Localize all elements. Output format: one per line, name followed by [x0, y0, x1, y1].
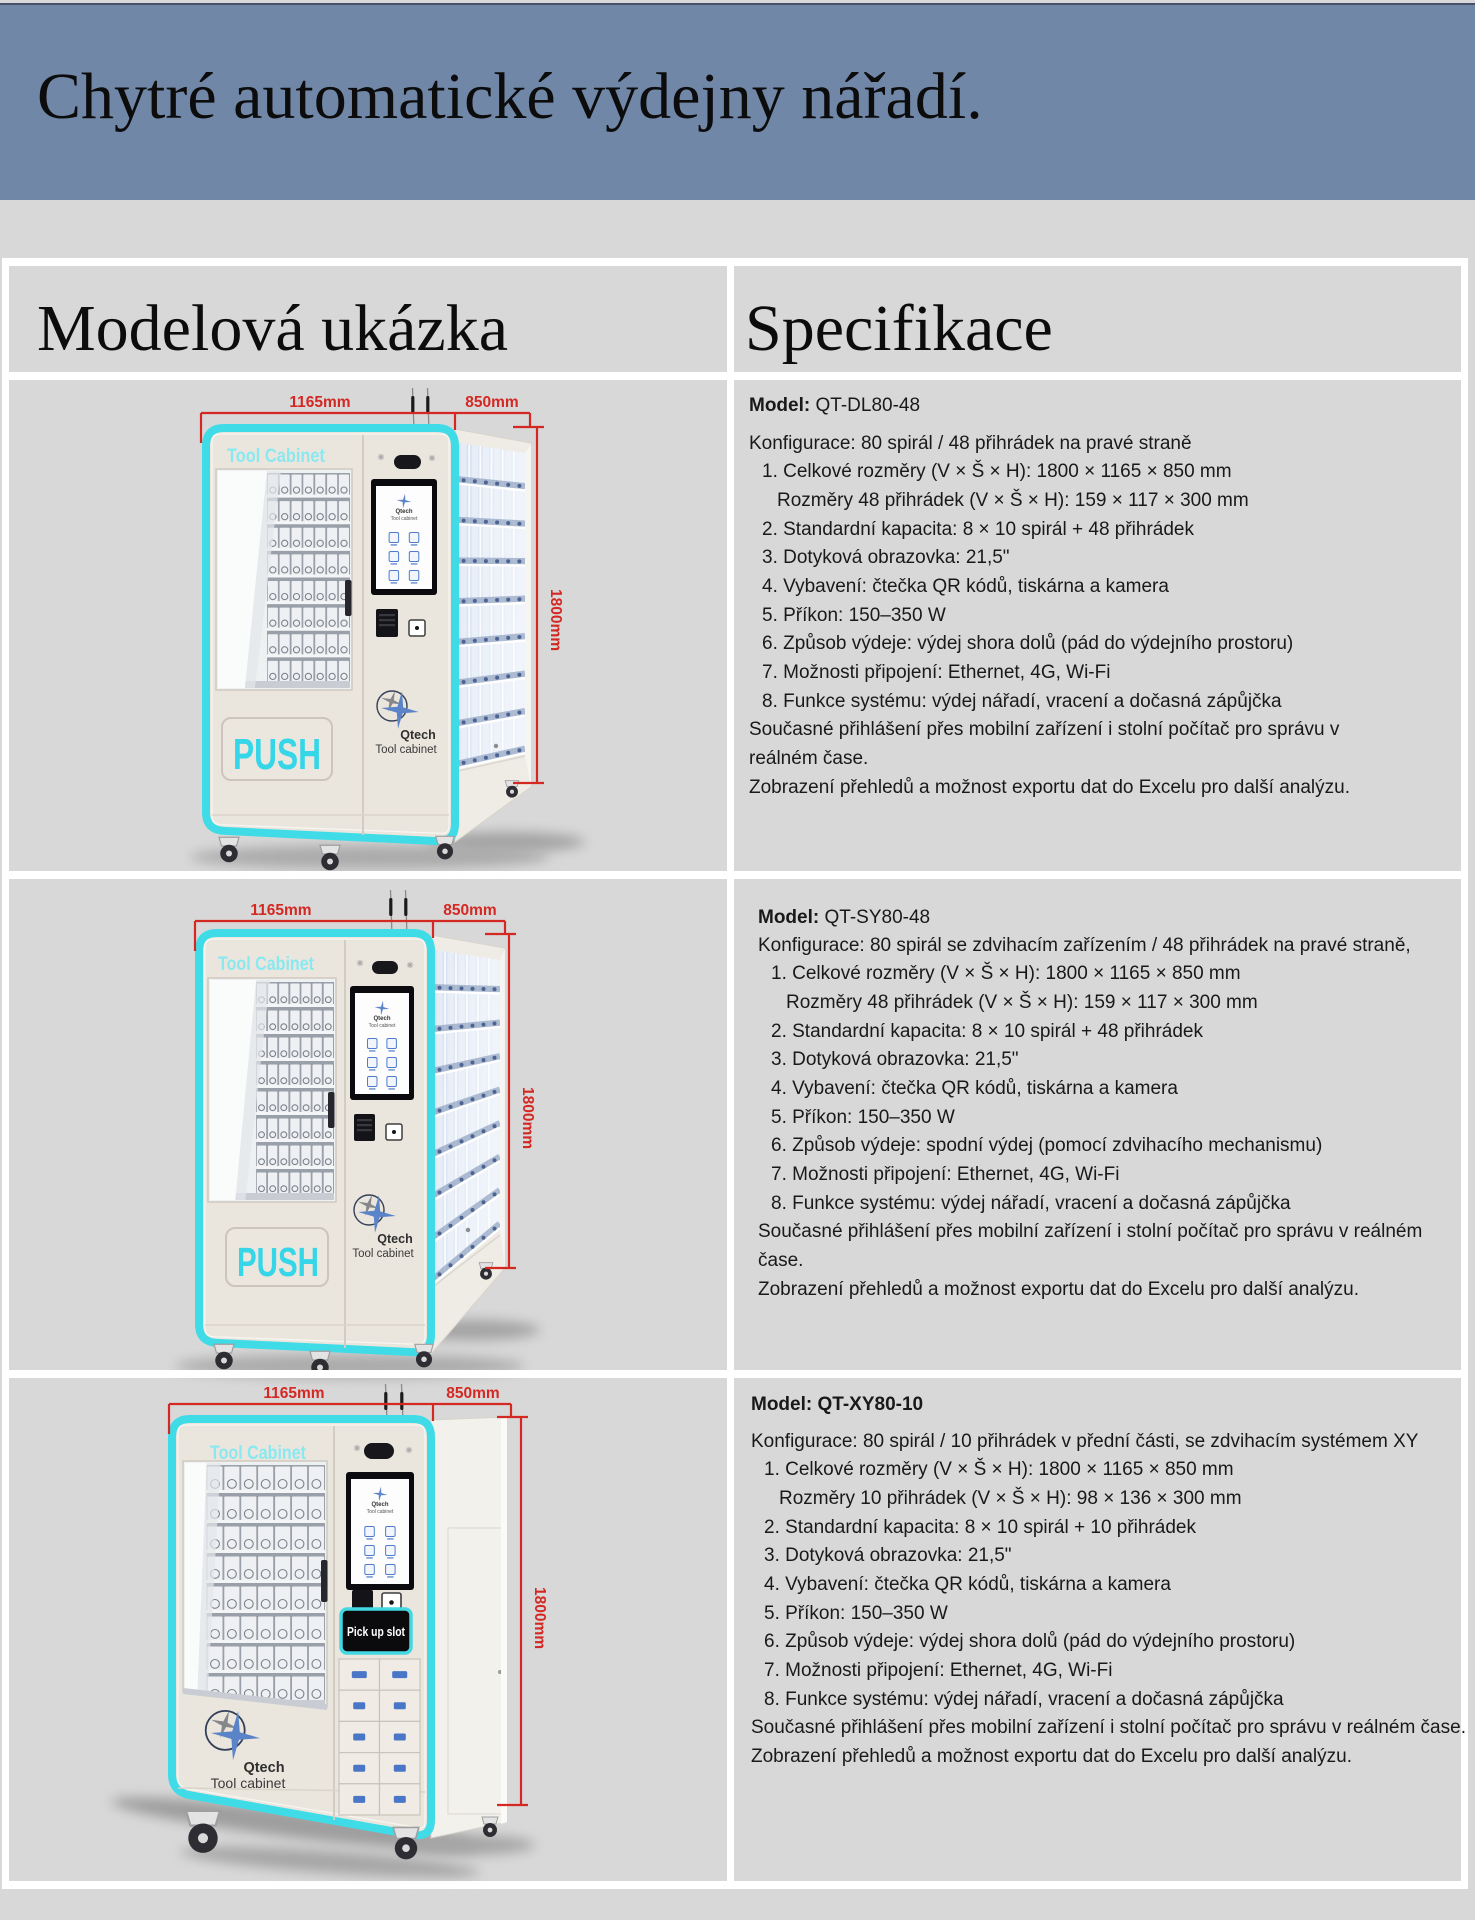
svg-text:Tool cabinet: Tool cabinet: [369, 1023, 396, 1029]
svg-text:Qtech: Qtech: [243, 1760, 284, 1776]
svg-text:1800mm: 1800mm: [531, 1587, 548, 1649]
svg-text:Qtech: Qtech: [373, 1016, 390, 1022]
svg-text:Tool cabinet: Tool cabinet: [367, 1509, 394, 1515]
svg-text:1800mm: 1800mm: [547, 589, 564, 651]
svg-text:Pick up slot: Pick up slot: [347, 1624, 406, 1639]
svg-text:Qtech: Qtech: [395, 509, 412, 515]
svg-text:1165mm: 1165mm: [263, 1385, 324, 1402]
svg-text:Tool cabinet: Tool cabinet: [211, 1775, 286, 1791]
svg-text:Tool cabinet: Tool cabinet: [352, 1248, 414, 1260]
svg-text:1165mm: 1165mm: [250, 902, 311, 919]
svg-text:Qtech: Qtech: [371, 1502, 388, 1508]
svg-text:850mm: 850mm: [446, 1385, 499, 1402]
svg-text:Tool Cabinet: Tool Cabinet: [218, 954, 315, 975]
svg-text:PUSH: PUSH: [237, 1239, 319, 1285]
svg-text:850mm: 850mm: [465, 394, 518, 411]
svg-text:Tool Cabinet: Tool Cabinet: [210, 1443, 307, 1464]
svg-text:Tool cabinet: Tool cabinet: [391, 516, 418, 522]
svg-text:Qtech: Qtech: [400, 728, 435, 742]
svg-text:Tool Cabinet: Tool Cabinet: [227, 446, 326, 467]
svg-text:850mm: 850mm: [443, 902, 496, 919]
svg-text:PUSH: PUSH: [233, 730, 321, 779]
svg-text:1800mm: 1800mm: [519, 1087, 536, 1149]
svg-text:Qtech: Qtech: [377, 1232, 412, 1246]
svg-text:Tool cabinet: Tool cabinet: [375, 744, 437, 756]
svg-text:1165mm: 1165mm: [289, 394, 350, 411]
